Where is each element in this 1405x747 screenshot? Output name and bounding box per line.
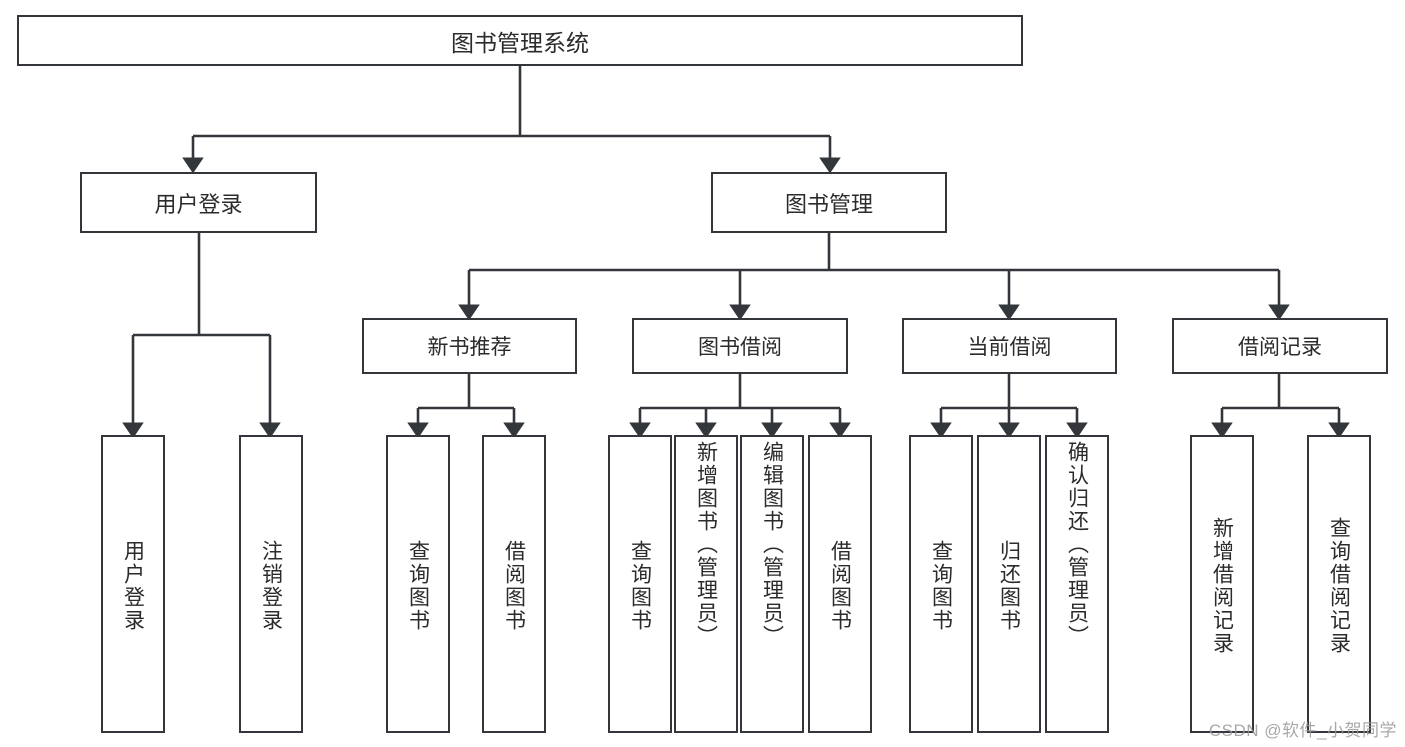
leaf-current-confirm-return-admin[interactable]: 确认归还（管理员） <box>1045 435 1109 733</box>
node-label: 查询图书 <box>628 540 652 632</box>
node-label: 借阅图书 <box>502 540 526 632</box>
node-label: 借阅图书 <box>828 540 852 632</box>
node-label: 查询图书 <box>406 540 430 632</box>
csdn-watermark: CSDN @软件_小贺同学 <box>1208 721 1397 740</box>
leaf-user-login-login[interactable]: 用户登录 <box>101 435 165 733</box>
leaf-inner: 查询图书 <box>610 441 670 731</box>
node-label: 查询图书 <box>929 540 953 632</box>
leaf-inner: 查询图书 <box>388 441 448 731</box>
leaf-recommend-borrow-book[interactable]: 借阅图书 <box>482 435 546 733</box>
node-label: 归还图书 <box>997 540 1021 632</box>
node-label: 查询借阅记录 <box>1327 517 1351 655</box>
node-label: 用户登录 <box>154 191 243 217</box>
leaf-user-login-logout[interactable]: 注销登录 <box>239 435 303 733</box>
leaf-inner: 借阅图书 <box>484 441 544 731</box>
node-label: 用户登录 <box>121 540 145 632</box>
node-label: 当前借阅 <box>967 336 1052 359</box>
leaf-inner: 归还图书 <box>979 441 1039 731</box>
leaf-borrow-borrow-book[interactable]: 借阅图书 <box>808 435 872 733</box>
leaf-borrow-query-book[interactable]: 查询图书 <box>608 435 672 733</box>
node-label: 新增借阅记录 <box>1210 517 1234 655</box>
leaf-inner: 借阅图书 <box>810 441 870 731</box>
leaf-inner: 新增图书（管理员） <box>676 441 736 731</box>
node-borrow-record[interactable]: 借阅记录 <box>1172 318 1388 374</box>
leaf-inner: 用户登录 <box>103 441 163 731</box>
leaf-inner: 查询图书 <box>911 441 971 731</box>
node-label: 新书推荐 <box>427 336 512 359</box>
leaf-record-add-record[interactable]: 新增借阅记录 <box>1190 435 1254 733</box>
node-current-borrow[interactable]: 当前借阅 <box>902 318 1117 374</box>
leaf-current-query-book[interactable]: 查询图书 <box>909 435 973 733</box>
node-label: 借阅记录 <box>1238 336 1322 359</box>
leaf-inner: 注销登录 <box>241 441 301 731</box>
node-user-login[interactable]: 用户登录 <box>80 172 317 233</box>
node-label: 图书管理 <box>784 191 873 217</box>
node-label: 图书管理系统 <box>451 29 589 56</box>
leaf-inner: 确认归还（管理员） <box>1047 441 1107 731</box>
node-label: 新增图书（管理员） <box>694 441 718 648</box>
leaf-current-return-book[interactable]: 归还图书 <box>977 435 1041 733</box>
node-label: 编辑图书（管理员） <box>760 441 784 648</box>
node-root-system[interactable]: 图书管理系统 <box>17 15 1023 66</box>
leaf-recommend-query-book[interactable]: 查询图书 <box>386 435 450 733</box>
node-book-management[interactable]: 图书管理 <box>711 172 947 233</box>
leaf-inner: 编辑图书（管理员） <box>742 441 802 731</box>
node-new-book-recommend[interactable]: 新书推荐 <box>362 318 577 374</box>
node-label: 图书借阅 <box>698 336 782 359</box>
leaf-borrow-edit-book-admin[interactable]: 编辑图书（管理员） <box>740 435 804 733</box>
node-label: 注销登录 <box>259 540 283 632</box>
node-book-borrow[interactable]: 图书借阅 <box>632 318 848 374</box>
node-label: 确认归还（管理员） <box>1065 441 1089 648</box>
leaf-record-query-record[interactable]: 查询借阅记录 <box>1307 435 1371 733</box>
leaf-inner: 新增借阅记录 <box>1192 441 1252 731</box>
leaf-borrow-add-book-admin[interactable]: 新增图书（管理员） <box>674 435 738 733</box>
leaf-inner: 查询借阅记录 <box>1309 441 1369 731</box>
